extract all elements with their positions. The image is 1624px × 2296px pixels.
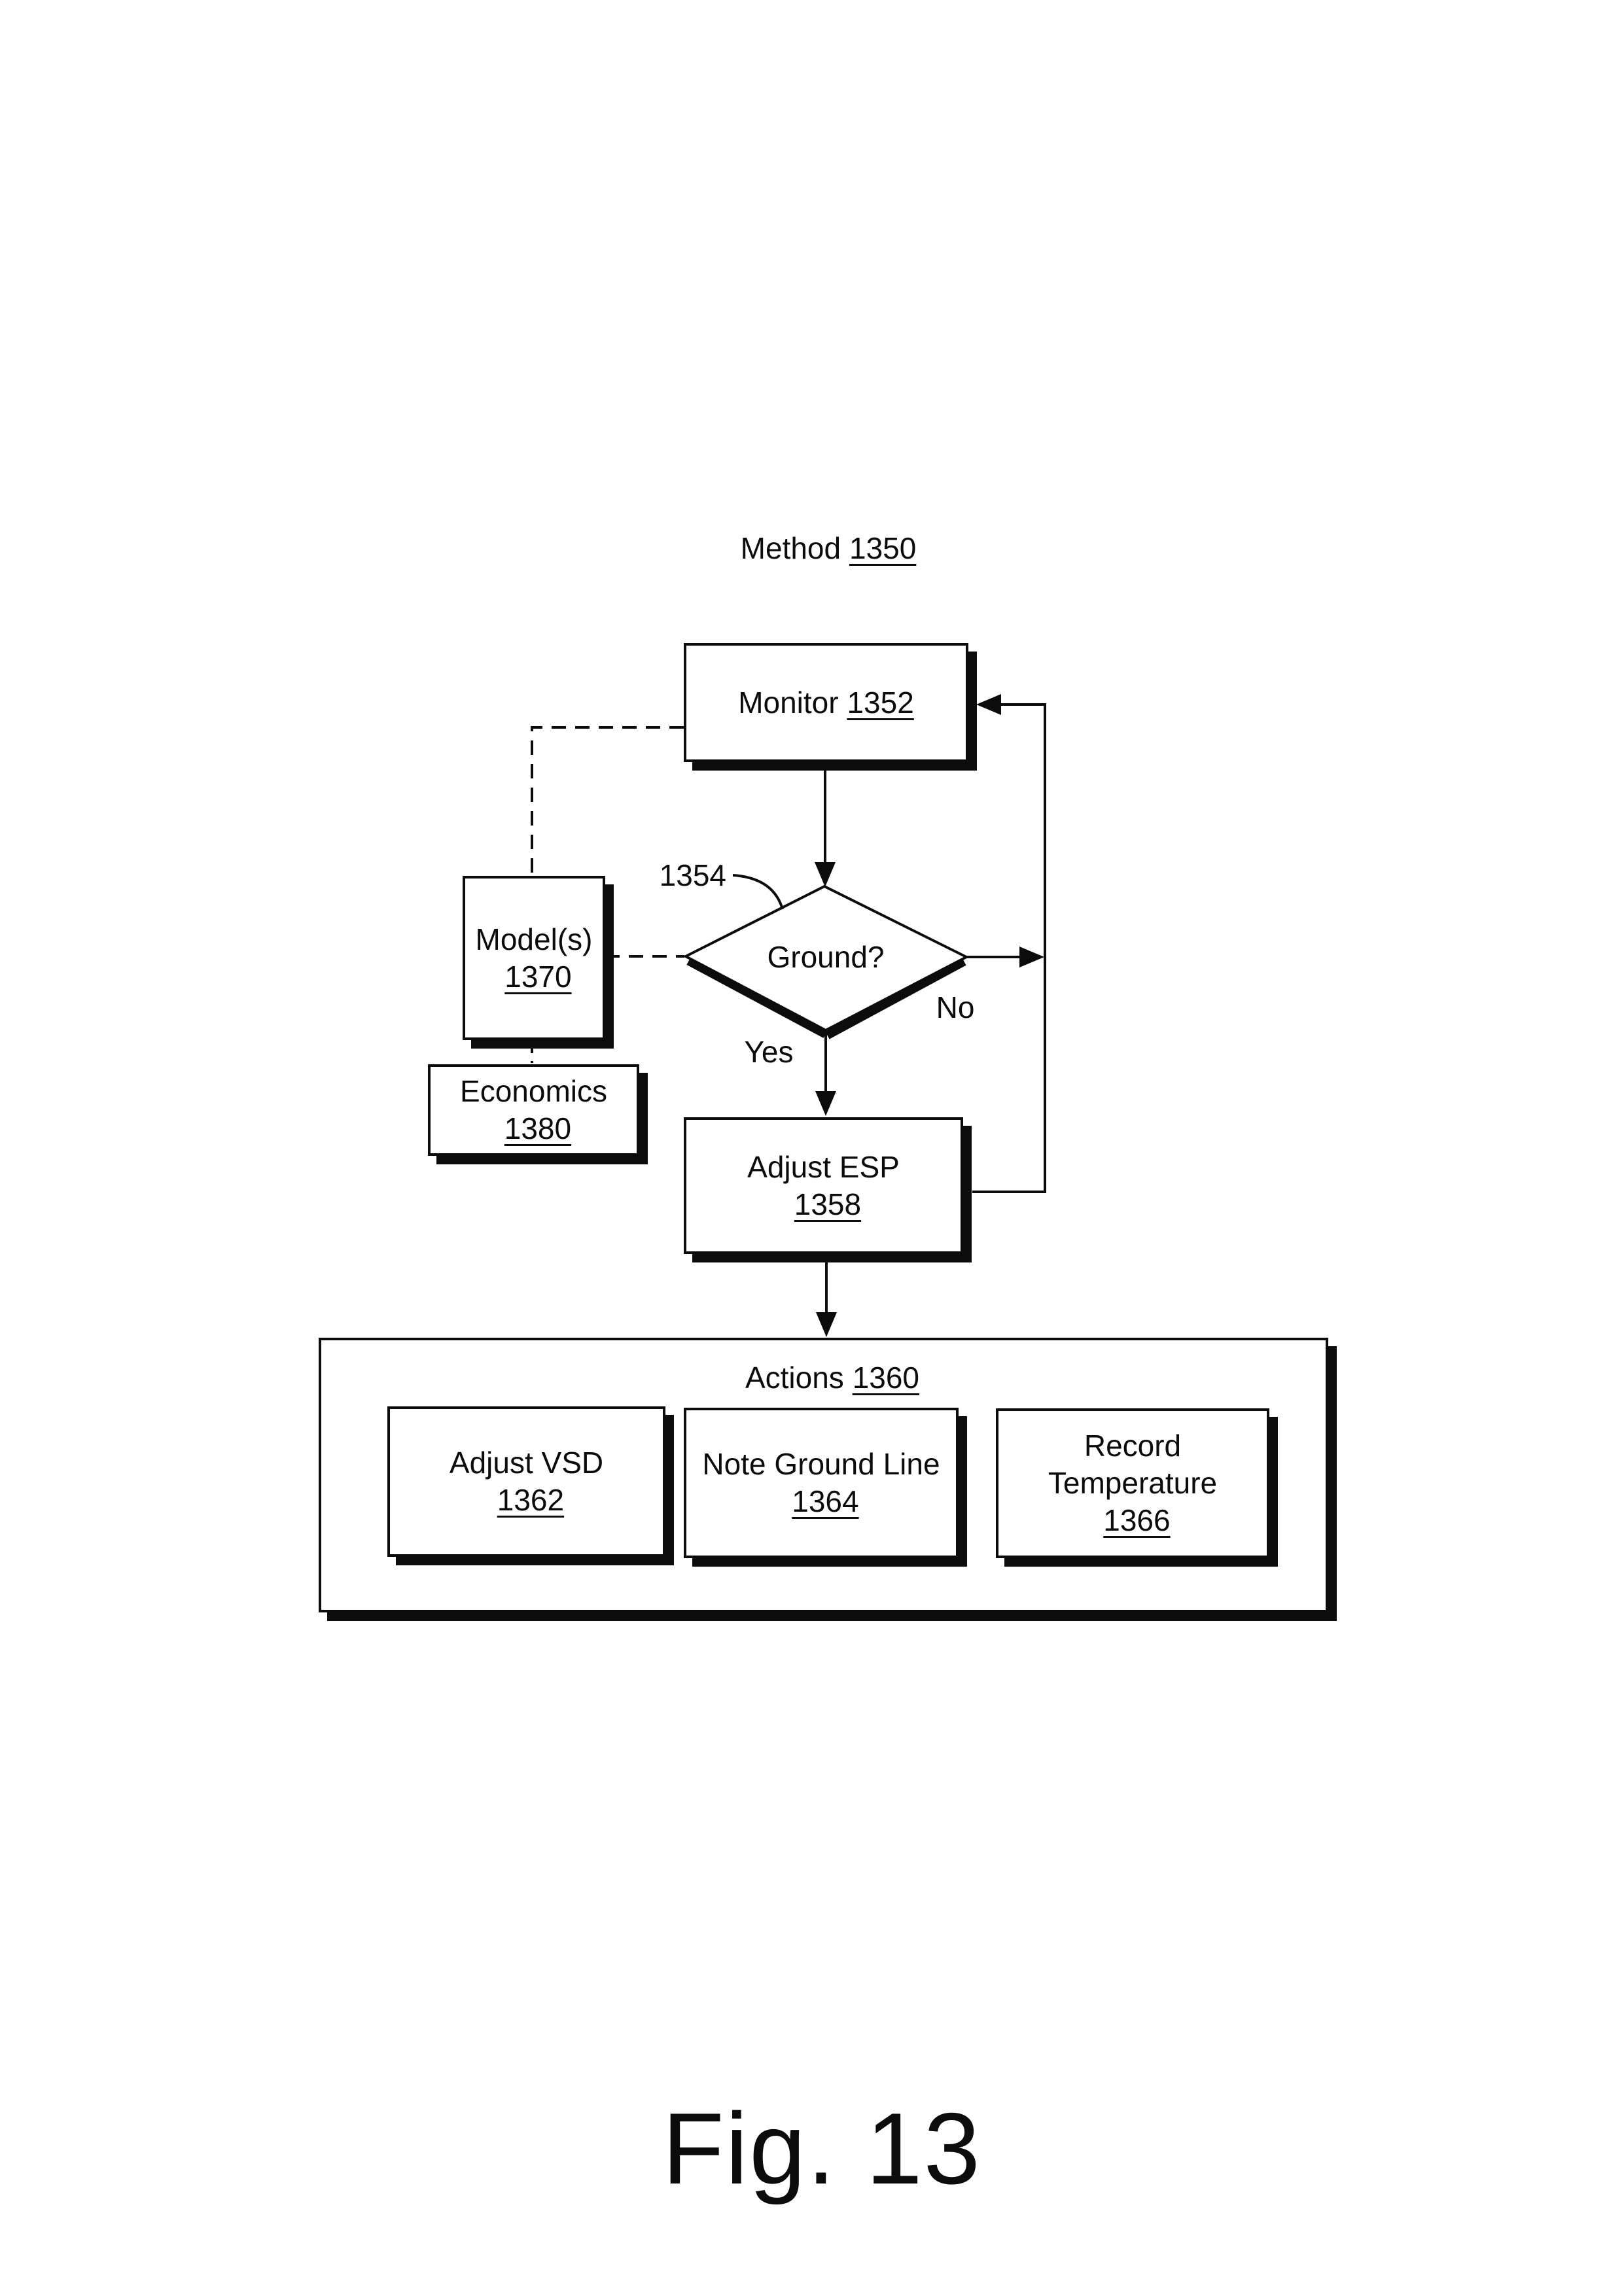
- decision-shadow-lower-right: [824, 956, 966, 1039]
- node-models-ref: 1370: [504, 959, 572, 994]
- node-economics-label: Economics: [460, 1074, 607, 1108]
- node-models-label: Model(s): [475, 922, 593, 956]
- node-adjust-esp-ref: 1358: [794, 1187, 862, 1221]
- node-record-temperature: Record Temperature 1366: [996, 1408, 1269, 1558]
- leader-line-1354: [732, 874, 784, 910]
- node-note-ground-line-label: Note Ground Line: [702, 1447, 940, 1481]
- node-record-temperature-label2: Temperature: [1048, 1466, 1218, 1500]
- node-economics-ref: 1380: [504, 1111, 572, 1145]
- node-adjust-esp-label: Adjust ESP: [747, 1149, 900, 1184]
- node-record-temperature-ref: 1366: [1103, 1503, 1171, 1537]
- node-models: Model(s) 1370: [463, 876, 605, 1040]
- arrowhead-decision-to-adjustesp: [815, 1091, 836, 1116]
- node-adjust-vsd-ref: 1362: [497, 1483, 565, 1517]
- feedback-line-adjustesp-to-monitor: [972, 703, 1046, 1193]
- arrowhead-adjustesp-to-actions: [816, 1312, 837, 1337]
- node-adjust-vsd: Adjust VSD 1362: [387, 1406, 665, 1557]
- node-note-ground-line: Note Ground Line 1364: [684, 1408, 959, 1558]
- decision-ref-label: 1354: [659, 858, 726, 892]
- node-adjust-esp: Adjust ESP 1358: [684, 1117, 963, 1254]
- dashed-connector-monitor-models: [531, 726, 684, 874]
- edge-label-yes: Yes: [744, 1035, 794, 1069]
- arrowhead-monitor-to-decision: [815, 862, 836, 887]
- edge-label-no: No: [936, 990, 975, 1024]
- node-adjust-vsd-label: Adjust VSD: [449, 1446, 604, 1480]
- node-decision-label: Ground?: [767, 940, 885, 974]
- node-record-temperature-label1: Record: [1084, 1429, 1182, 1463]
- arrowhead-feedback-to-monitor: [976, 694, 1001, 715]
- node-note-ground-line-ref: 1364: [792, 1484, 859, 1518]
- arrowhead-no-branch: [1019, 947, 1044, 967]
- fig-caption: Fig. 13: [662, 2092, 981, 2205]
- decision-shadow-lower-left: [686, 958, 827, 1038]
- node-economics: Economics 1380: [428, 1064, 639, 1156]
